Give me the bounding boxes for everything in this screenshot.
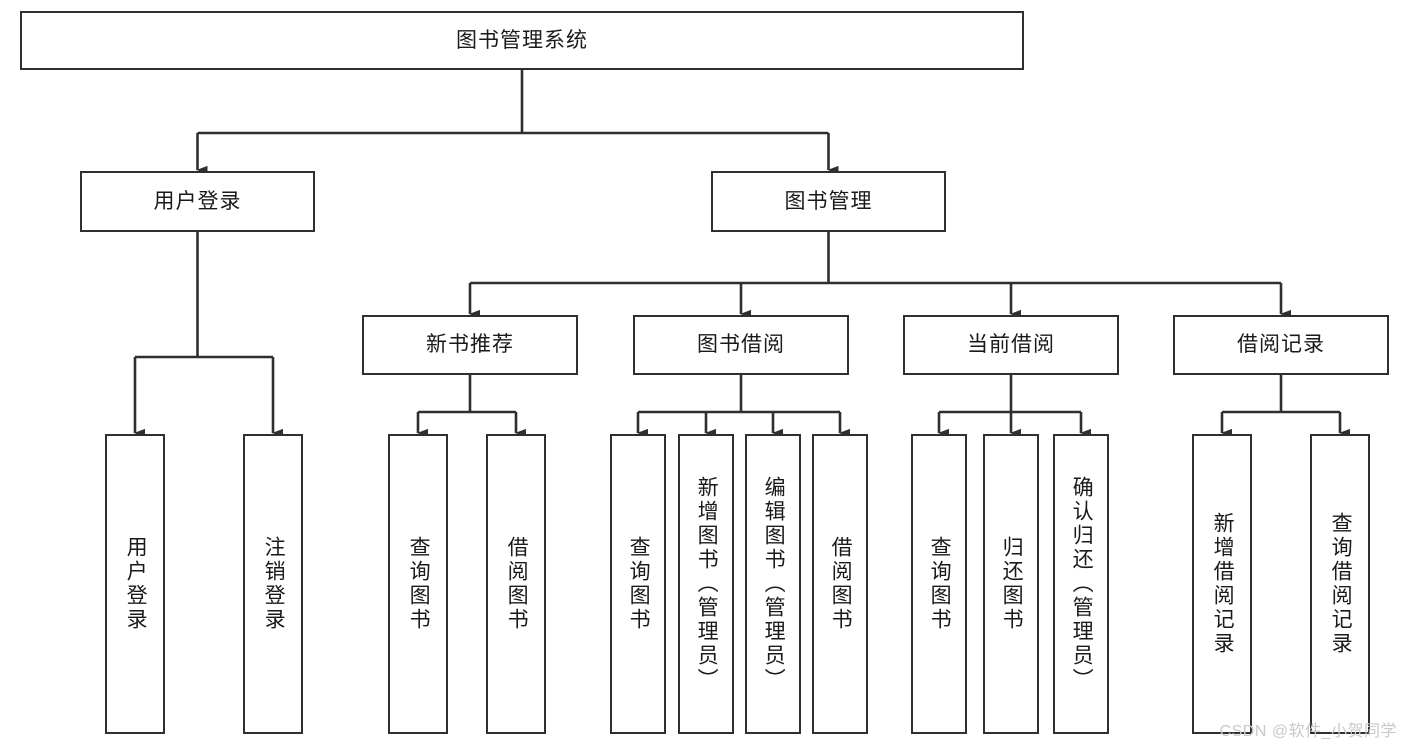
node-label-leaf-add-book: 新增图书（管理员） <box>695 476 719 692</box>
node-label-new-book-rec: 新书推荐 <box>426 333 514 357</box>
node-label-borrow-record: 借阅记录 <box>1237 333 1325 357</box>
node-label-leaf-user-login: 用户登录 <box>124 536 148 632</box>
node-leaf-return-book[interactable]: 归还图书 <box>983 434 1039 734</box>
node-label-root: 图书管理系统 <box>456 28 588 52</box>
node-leaf-logout[interactable]: 注销登录 <box>243 434 303 734</box>
node-label-book-borrow: 图书借阅 <box>697 333 785 357</box>
node-label-leaf-query-book-borrow: 查询图书 <box>627 536 651 632</box>
node-label-user-login: 用户登录 <box>153 189 242 213</box>
node-current-borrow[interactable]: 当前借阅 <box>903 315 1119 375</box>
node-leaf-borrow-book[interactable]: 借阅图书 <box>812 434 868 734</box>
node-user-login[interactable]: 用户登录 <box>80 171 315 232</box>
node-leaf-user-login[interactable]: 用户登录 <box>105 434 165 734</box>
edges-group <box>133 70 1350 438</box>
node-leaf-query-book-rec[interactable]: 查询图书 <box>388 434 448 734</box>
node-book-borrow[interactable]: 图书借阅 <box>633 315 849 375</box>
node-label-leaf-borrow-book: 借阅图书 <box>829 536 853 632</box>
node-label-leaf-logout: 注销登录 <box>262 536 286 632</box>
node-leaf-add-book[interactable]: 新增图书（管理员） <box>678 434 734 734</box>
node-label-leaf-query-book-cur: 查询图书 <box>928 536 952 632</box>
node-label-leaf-add-record: 新增借阅记录 <box>1211 512 1235 656</box>
node-label-leaf-edit-book: 编辑图书（管理员） <box>762 476 786 692</box>
node-label-current-borrow: 当前借阅 <box>967 333 1055 357</box>
node-leaf-query-book-cur[interactable]: 查询图书 <box>911 434 967 734</box>
node-leaf-query-record[interactable]: 查询借阅记录 <box>1310 434 1370 734</box>
node-leaf-edit-book[interactable]: 编辑图书（管理员） <box>745 434 801 734</box>
watermark-label: CSDN @软件_小贺同学 <box>1219 723 1397 740</box>
node-leaf-query-book-borrow[interactable]: 查询图书 <box>610 434 666 734</box>
node-leaf-confirm-return[interactable]: 确认归还（管理员） <box>1053 434 1109 734</box>
node-label-leaf-return-book: 归还图书 <box>1000 536 1024 632</box>
node-label-book-manage: 图书管理 <box>784 189 873 213</box>
node-label-leaf-query-record: 查询借阅记录 <box>1329 512 1353 656</box>
node-book-manage[interactable]: 图书管理 <box>711 171 946 232</box>
node-label-leaf-borrow-book-rec: 借阅图书 <box>505 536 529 632</box>
node-root[interactable]: 图书管理系统 <box>20 11 1024 70</box>
node-borrow-record[interactable]: 借阅记录 <box>1173 315 1389 375</box>
node-leaf-add-record[interactable]: 新增借阅记录 <box>1192 434 1252 734</box>
node-leaf-borrow-book-rec[interactable]: 借阅图书 <box>486 434 546 734</box>
node-label-leaf-confirm-return: 确认归还（管理员） <box>1070 476 1094 692</box>
node-new-book-rec[interactable]: 新书推荐 <box>362 315 578 375</box>
node-label-leaf-query-book-rec: 查询图书 <box>407 536 431 632</box>
